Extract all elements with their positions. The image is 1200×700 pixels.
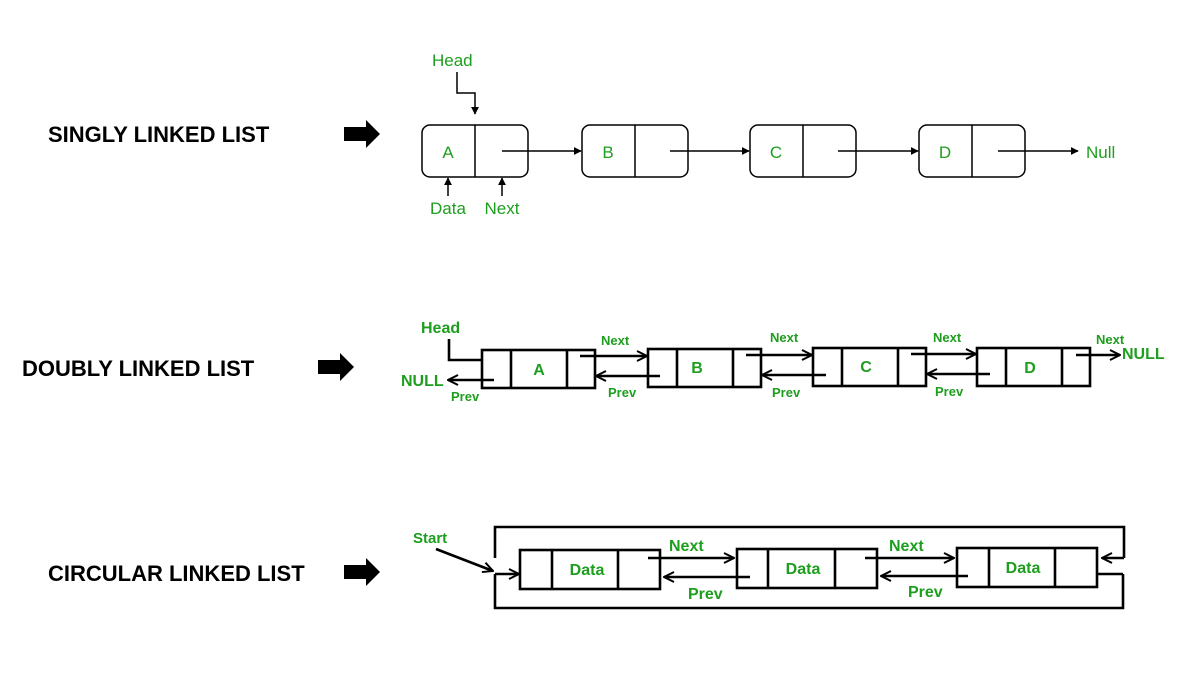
doubly-next-caption-3: Next (933, 330, 962, 345)
singly-data-caption: Data (430, 199, 466, 218)
circular-top-loop (493, 525, 1126, 558)
singly-node-data: C (770, 143, 782, 162)
circular-title: CIRCULAR LINKED LIST (48, 561, 305, 586)
circular-node-1: Data (518, 548, 662, 591)
doubly-node-data: A (533, 362, 545, 379)
circular-node-data: Data (570, 562, 605, 579)
thick-right-arrow-icon (344, 120, 380, 148)
doubly-prev-caption-1: Prev (451, 389, 480, 404)
doubly-node-data: B (691, 360, 703, 377)
doubly-head-pointer (447, 339, 495, 360)
thick-right-arrow-icon (344, 558, 380, 586)
circular-start-label: Start (413, 530, 447, 547)
singly-node-data: B (602, 143, 613, 162)
doubly-node-box (811, 346, 928, 388)
singly-title: SINGLY LINKED LIST (48, 122, 270, 147)
singly-node-data: A (442, 143, 454, 162)
doubly-node-b: B (646, 347, 763, 389)
doubly-node-box (646, 347, 763, 389)
doubly-prev-caption-3: Prev (772, 385, 801, 400)
circular-node-2: Data (735, 547, 879, 590)
circular-prev-caption-1: Prev (688, 586, 723, 603)
circular-node-data: Data (786, 561, 821, 578)
doubly-next-caption-2: Next (770, 330, 799, 345)
singly-head-label: Head (432, 51, 473, 70)
doubly-next-caption-4: Next (1096, 332, 1125, 347)
doubly-null-right: NULL (1122, 346, 1165, 363)
circular-bottom-loop (493, 574, 1125, 610)
doubly-node-box (975, 346, 1092, 388)
circular-node-box (518, 548, 662, 591)
circular-node-box (955, 546, 1099, 589)
doubly-prev-caption-2: Prev (608, 385, 637, 400)
doubly-next-caption-1: Next (601, 333, 630, 348)
circular-node-3: Data (955, 546, 1099, 589)
doubly-title: DOUBLY LINKED LIST (22, 356, 255, 381)
doubly-prev-caption-4: Prev (935, 384, 964, 399)
circular-node-data: Data (1006, 560, 1041, 577)
singly-node-data: D (939, 143, 951, 162)
doubly-node-data: C (860, 359, 872, 376)
doubly-node-d: D (975, 346, 1092, 388)
doubly-node-a: A (480, 348, 597, 390)
circular-next-caption-2: Next (889, 538, 924, 555)
doubly-head-label: Head (421, 320, 460, 337)
doubly-node-data: D (1024, 360, 1036, 377)
circular-node-box (735, 547, 879, 590)
singly-linked-list-section: SINGLY LINKED LIST Head A B C D Null (48, 51, 1115, 218)
singly-head-pointer (456, 72, 479, 115)
singly-null-label: Null (1086, 143, 1115, 162)
thick-right-arrow-icon (318, 353, 354, 381)
singly-node-d: D (918, 124, 1026, 178)
circular-next-caption-1: Next (669, 538, 704, 555)
doubly-linked-list-section: DOUBLY LINKED LIST Head A B C D (22, 320, 1165, 404)
doubly-null-left: NULL (401, 373, 444, 390)
singly-node-c: C (749, 124, 857, 178)
circular-linked-list-section: CIRCULAR LINKED LIST Start Data Data Dat… (48, 525, 1126, 610)
doubly-node-c: C (811, 346, 928, 388)
circular-prev-caption-2: Prev (908, 584, 943, 601)
doubly-node-box (480, 348, 597, 390)
singly-next-caption: Next (485, 199, 520, 218)
circular-start-pointer (435, 547, 493, 571)
